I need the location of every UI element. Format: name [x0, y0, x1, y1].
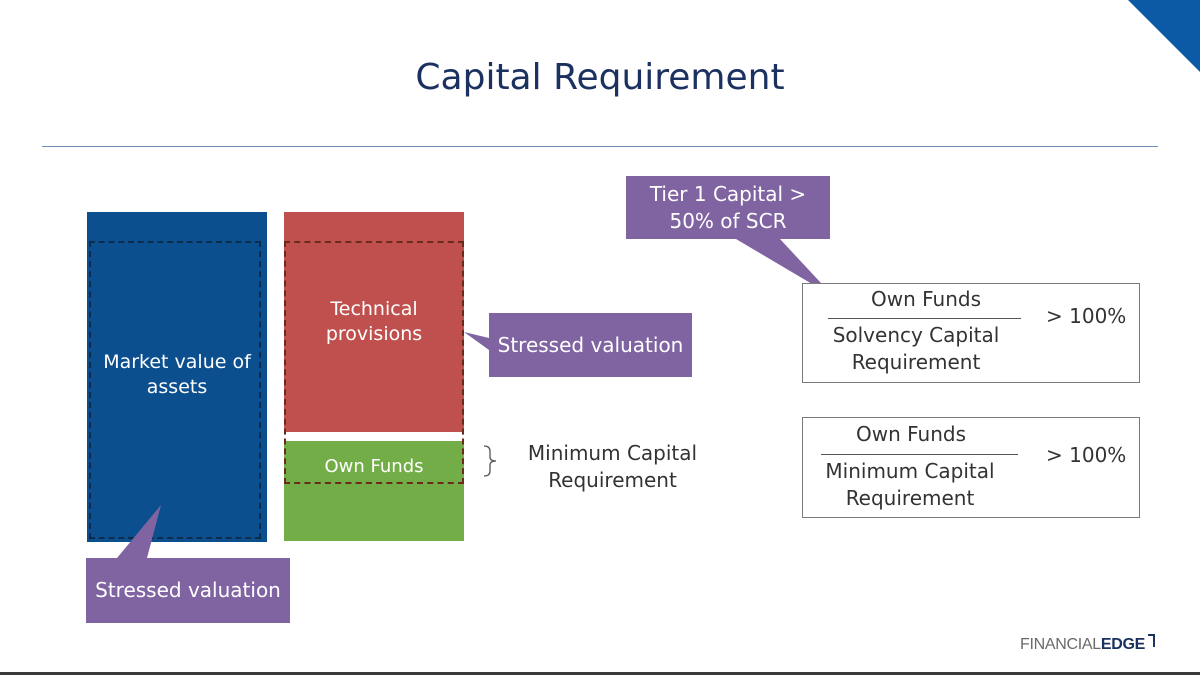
- logo-text-financial: FINANCIAL: [1020, 636, 1101, 653]
- page-title: Capital Requirement: [415, 56, 785, 98]
- own-funds-block: [284, 441, 464, 541]
- brace-icon: [483, 445, 497, 477]
- callout-right-shape: [464, 313, 692, 377]
- corner-accent: [1128, 0, 1200, 72]
- bottom-border: [0, 672, 1200, 675]
- scr-ratio-box: Own Funds Solvency Capital Requirement >…: [802, 283, 1140, 383]
- stressed-valuation-callout-bottom: Stressed valuation: [95, 578, 281, 602]
- scr-ratio-denominator: Solvency Capital Requirement: [832, 323, 1000, 374]
- mcr-fraction-line: [821, 454, 1018, 455]
- logo-text-edge: EDGE: [1100, 636, 1146, 653]
- own-funds-label: Own Funds: [324, 455, 424, 477]
- financial-edge-logo: FINANCIALEDGE: [1020, 634, 1165, 656]
- stressed-valuation-callout-right: Stressed valuation: [497, 332, 684, 357]
- mcr-label: Minimum Capital Requirement: [527, 441, 698, 492]
- callout-tier1-shape: [626, 176, 834, 297]
- mcr-ratio-numerator: Own Funds: [855, 422, 966, 446]
- callout-bottom-shape: [86, 505, 290, 623]
- title-divider: [42, 146, 1158, 147]
- logo-mark-icon: [1148, 634, 1156, 647]
- tier1-capital-callout: Tier 1 Capital > 50% of SCR: [649, 181, 807, 233]
- assets-label: Market value of assets: [103, 351, 251, 398]
- assets-stressed-outline: [89, 241, 261, 539]
- technical-provisions-label: Technical provisions: [325, 298, 423, 345]
- mcr-ratio-box: Own Funds Minimum Capital Requirement > …: [802, 417, 1140, 518]
- scr-ratio-numerator: Own Funds: [870, 287, 981, 311]
- mcr-ratio-denominator: Minimum Capital Requirement: [825, 459, 995, 510]
- technical-provisions-block: [284, 212, 464, 432]
- mcr-ratio-comparison: > 100%: [1046, 443, 1127, 467]
- liabilities-stressed-outline: [284, 241, 464, 484]
- scr-ratio-comparison: > 100%: [1046, 304, 1127, 328]
- scr-fraction-line: [828, 318, 1021, 319]
- assets-block: [87, 212, 267, 542]
